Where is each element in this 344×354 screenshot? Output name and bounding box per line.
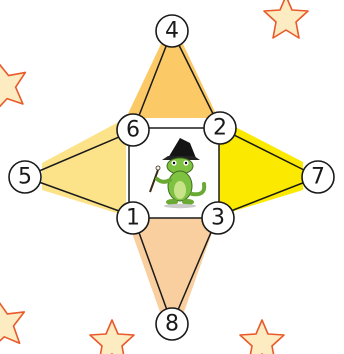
node-7-label: 7 [311,165,325,190]
center-panel [128,127,220,219]
node-7[interactable]: 7 [301,160,335,194]
node-4-label: 4 [165,19,179,44]
top-triangle [126,44,218,118]
node-1-label: 1 [126,206,140,231]
star-icon [89,319,135,354]
star-icon [239,319,285,354]
node-2-label: 2 [213,116,227,141]
bottom-triangle [126,216,218,312]
wizard-lizard-character [149,138,207,209]
node-2[interactable]: 2 [203,111,237,145]
star-icon [0,61,27,112]
node-1[interactable]: 1 [116,201,150,235]
node-6-label: 6 [126,118,140,143]
node-5[interactable]: 5 [8,160,42,194]
node-5-label: 5 [18,165,32,190]
node-3-label: 3 [211,206,225,231]
node-4[interactable]: 4 [155,14,189,48]
node-8-label: 8 [165,312,179,337]
node-8[interactable]: 8 [155,307,189,341]
star-icon [0,299,26,349]
connection-lines [24,30,319,325]
node-6[interactable]: 6 [116,113,150,147]
star-icon [263,0,309,39]
node-3[interactable]: 3 [201,201,235,235]
left-triangle [42,118,126,216]
